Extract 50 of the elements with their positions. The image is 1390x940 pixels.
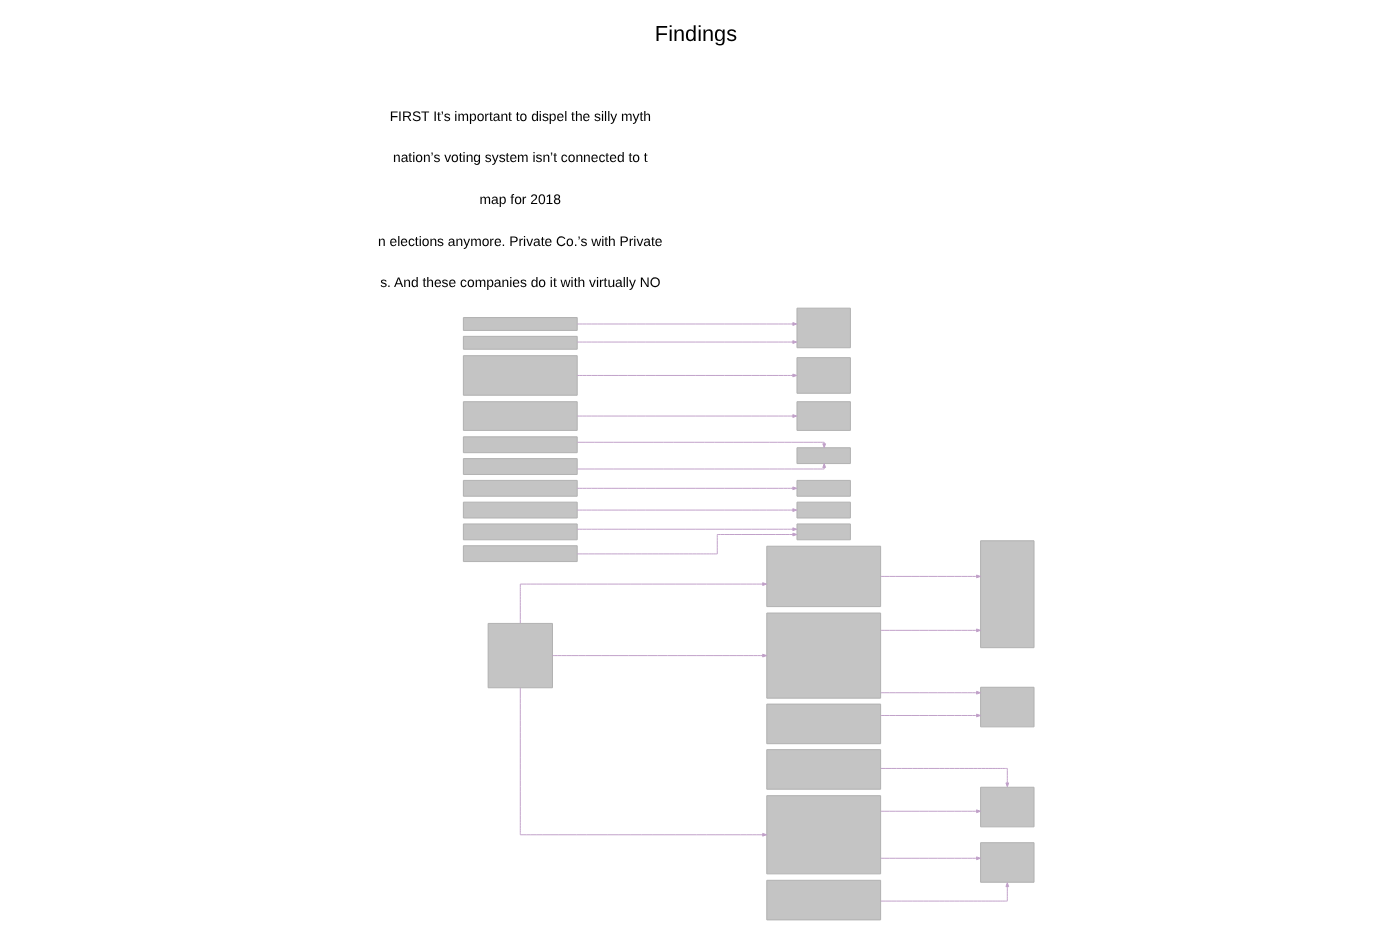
- node-box: [979, 540, 1034, 649]
- node-box: [795, 501, 850, 519]
- arrow: [879, 767, 1009, 788]
- arrow: [575, 340, 797, 344]
- arrow: [518, 687, 767, 837]
- arrow: [575, 486, 797, 491]
- node-box: [765, 545, 881, 608]
- arrow: [879, 628, 980, 633]
- arrow: [575, 322, 797, 326]
- arrow: [879, 882, 1009, 902]
- node-box: [795, 523, 850, 541]
- arrow: [575, 441, 826, 449]
- node-box: [795, 307, 850, 349]
- node-box: [486, 622, 552, 689]
- node-box: [461, 458, 577, 475]
- arrow: [879, 856, 980, 861]
- node-box: [765, 795, 881, 875]
- arrow: [879, 809, 980, 814]
- arrow: [575, 532, 797, 555]
- arrow: [551, 653, 767, 658]
- node-box: [461, 401, 577, 431]
- node-box: [795, 401, 850, 431]
- diagram-title: Findings: [653, 23, 737, 48]
- node-box: [461, 501, 577, 519]
- node-box: [979, 786, 1034, 828]
- node-box: [461, 436, 577, 454]
- node-box: [795, 479, 850, 497]
- arrow: [575, 527, 797, 532]
- arrow: [879, 574, 980, 579]
- node-box: [979, 842, 1034, 883]
- node-box: [461, 335, 577, 350]
- node-box: [795, 357, 850, 394]
- node-box: [461, 545, 577, 563]
- node-box: [765, 879, 881, 921]
- arrow: [575, 373, 797, 378]
- arrow: [575, 463, 826, 470]
- arrow: [575, 508, 797, 512]
- node-box: [765, 612, 881, 699]
- arrow: [879, 690, 980, 695]
- node-box: [461, 479, 577, 497]
- arrow: [518, 582, 767, 624]
- node-box: [979, 686, 1034, 728]
- node-box: [461, 317, 577, 331]
- node-box: [765, 749, 881, 790]
- node-box: [461, 523, 577, 541]
- node-box: [461, 355, 577, 396]
- node-box: [765, 703, 881, 745]
- node-box: [795, 447, 850, 465]
- arrow: [879, 713, 980, 718]
- arrow: [575, 414, 797, 418]
